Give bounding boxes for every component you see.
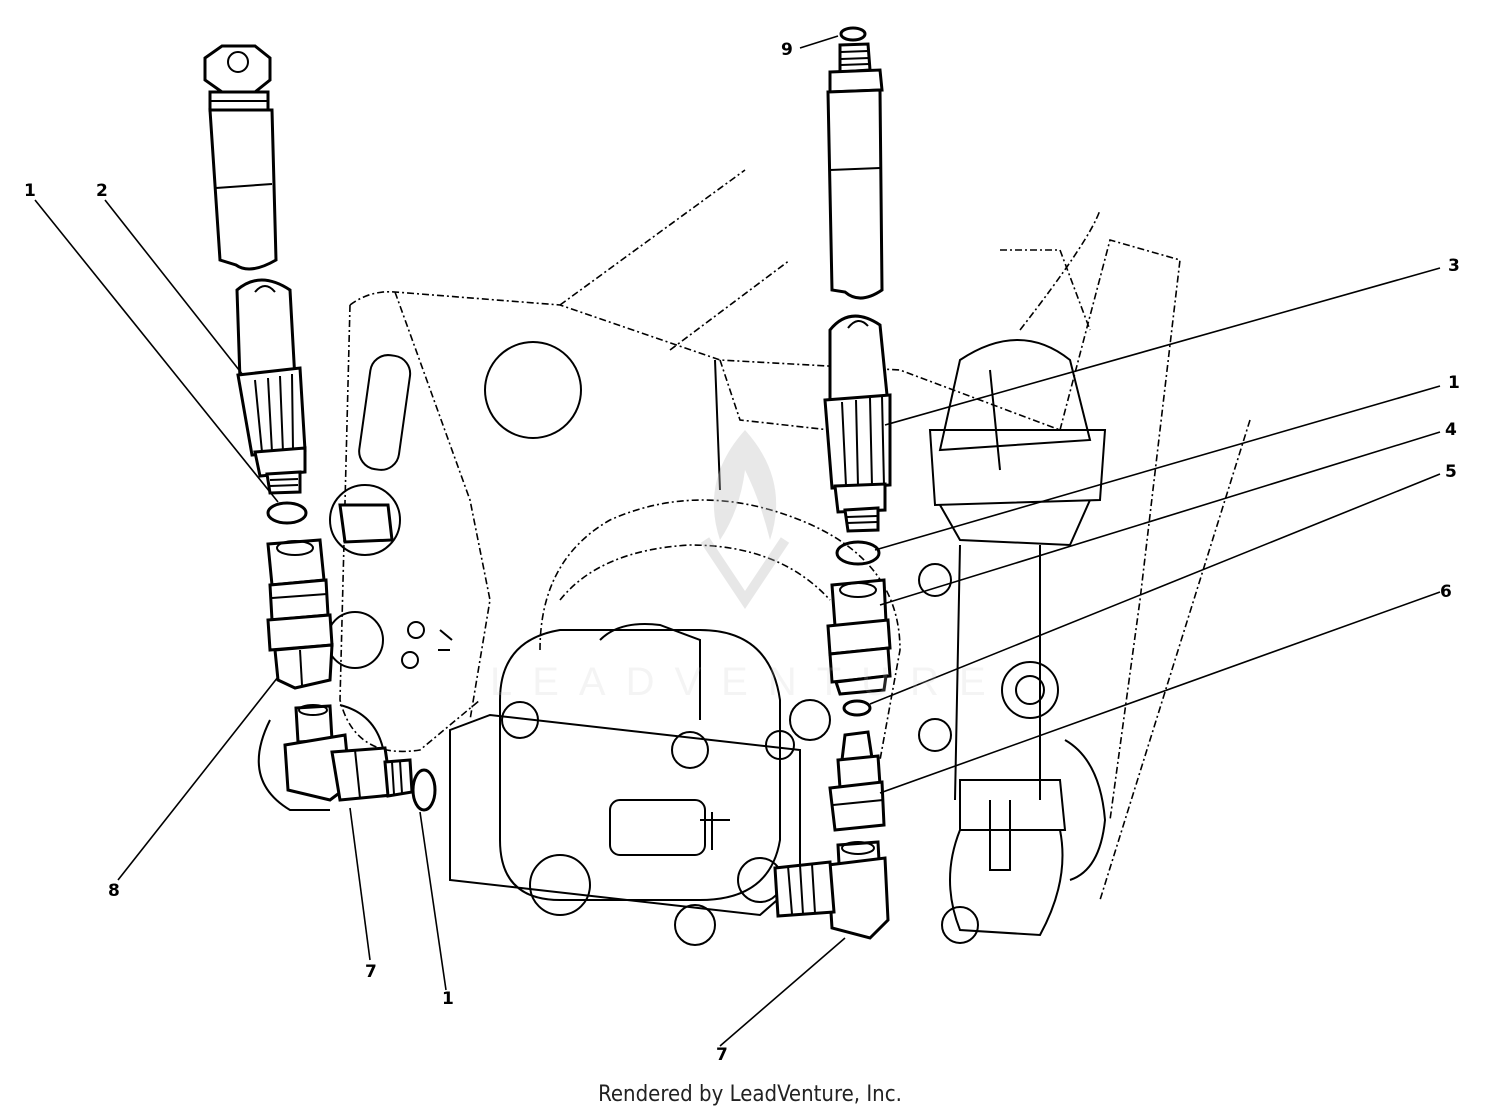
mounting-bracket	[257, 484, 453, 811]
right-hose-assembly	[823, 26, 892, 533]
callout-3: 3	[1448, 256, 1460, 276]
left-hose-assembly	[203, 44, 307, 495]
right-coupler-tip	[828, 730, 886, 832]
reservoir-cap	[918, 339, 1107, 944]
callout-1-right: 1	[1448, 373, 1460, 393]
callout-1-left: 1	[24, 181, 36, 201]
callout-6: 6	[1440, 582, 1452, 602]
callout-5: 5	[1445, 462, 1457, 482]
watermark-text: LEADVENTURE	[490, 660, 1006, 704]
right-quick-coupler	[826, 578, 892, 696]
callout-2: 2	[96, 181, 108, 201]
callout-7-bottom: 7	[716, 1045, 728, 1065]
left-elbow-fitting	[283, 704, 414, 802]
callout-8: 8	[108, 881, 120, 901]
oring-left-top	[266, 501, 308, 525]
right-elbow-fitting	[773, 840, 890, 940]
oring-right-top	[835, 540, 881, 566]
leader-lines	[34, 35, 1441, 1047]
left-quick-coupler	[266, 538, 334, 690]
callout-7-left: 7	[365, 962, 377, 982]
footer-credit: Rendered by LeadVenture, Inc.	[598, 1082, 902, 1107]
tractor-frame-outline	[339, 169, 1251, 901]
callout-4: 4	[1445, 420, 1457, 440]
callout-9: 9	[781, 40, 793, 60]
leadventure-watermark: LEADVENTURE	[490, 430, 1006, 704]
oring-right-middle	[842, 699, 872, 717]
callout-1-bottom: 1	[442, 989, 454, 1009]
oring-left-bottom	[411, 768, 437, 812]
